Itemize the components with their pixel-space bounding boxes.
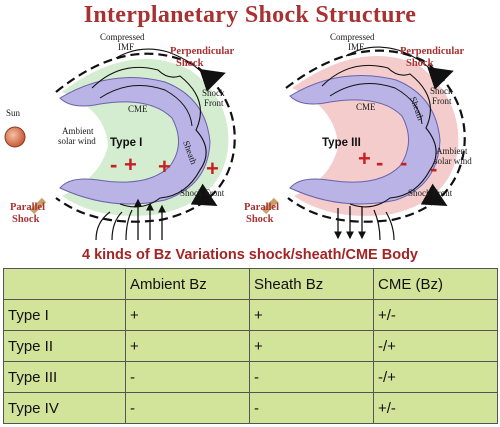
bz-sign: - — [430, 156, 437, 181]
ambient-solar-wind-label: solar wind — [434, 156, 472, 166]
bz-sign: + — [206, 156, 219, 181]
ambient-solar-wind-label: solar wind — [58, 136, 96, 146]
table-row: Type II + + -/+ — [3, 330, 498, 362]
type-label: Type I — [110, 137, 142, 149]
shock-front-label: Front — [204, 98, 224, 108]
shock-front-line — [285, 49, 466, 223]
table-header-cell: Sheath Bz — [249, 268, 374, 300]
compressed-imf-label: Compressed — [330, 32, 375, 42]
table-header-cell: CME (Bz) — [373, 268, 498, 300]
table-cell-type: Type I — [3, 299, 126, 331]
table-header-cell: Ambient Bz — [125, 268, 250, 300]
compressed-imf-label: IMF — [118, 42, 134, 52]
table-row: Type I + + +/- — [3, 299, 498, 331]
ambient-field-lines — [95, 198, 166, 241]
compressed-imf-label: IMF — [348, 42, 364, 52]
shock-front-label: Front — [432, 96, 452, 106]
table-cell: + — [249, 299, 374, 331]
sun-icon — [4, 126, 26, 148]
shock-front-bottom-label: Shock Front — [408, 188, 453, 198]
table-header-row: Ambient Bz Sheath Bz CME (Bz) — [3, 268, 498, 300]
sun-label: Sun — [6, 108, 21, 118]
table-cell: + — [249, 330, 374, 362]
table-cell: -/+ — [373, 330, 498, 362]
bz-sign: + — [124, 152, 137, 177]
parallel-shock-arrow — [261, 197, 279, 215]
table-cell: +/- — [373, 392, 498, 424]
bz-sign: - — [110, 152, 117, 177]
field-line — [99, 85, 193, 127]
bz-sign: - — [400, 150, 407, 175]
page-title: Interplanetary Shock Structure — [83, 2, 417, 28]
parallel-shock-label: Parallel — [244, 202, 279, 213]
cme-label: CME — [356, 102, 376, 112]
table-cell: - — [249, 361, 374, 393]
parallel-shock-label: Parallel — [10, 202, 45, 213]
table-cell: - — [125, 361, 250, 393]
parallel-shock-arrow — [29, 197, 47, 215]
bz-sign: + — [358, 146, 371, 171]
compressed-imf-label: Compressed — [100, 32, 145, 42]
shock-arrow-bottom — [420, 183, 448, 206]
panel-type-iii: Compressed IMF Perpendicular Shock Shock… — [244, 32, 472, 241]
perpendicular-shock-label: Shock — [176, 58, 204, 69]
ambient-field-lines — [334, 206, 395, 241]
table-cell: +/- — [373, 299, 498, 331]
cme-label: CME — [128, 104, 148, 114]
bz-variations-subtitle: 4 kinds of Bz Variations shock/sheath/CM… — [82, 247, 418, 263]
panel-type-i: Compressed IMF Perpendicular Shock Shock… — [10, 32, 236, 241]
cme-body — [59, 77, 211, 205]
ambient-solar-wind-label: Ambient — [436, 146, 468, 156]
parallel-shock-label: Shock — [12, 214, 40, 225]
field-line — [329, 83, 423, 125]
shock-front-label: Shock — [202, 88, 225, 98]
shock-arrow-top — [199, 68, 226, 92]
shock-arrow-top — [427, 66, 454, 90]
perpendicular-shock-label: Shock — [406, 58, 434, 69]
parallel-shock-label: Shock — [246, 214, 274, 225]
bz-variations-table: Ambient Bz Sheath Bz CME (Bz) Type I + +… — [3, 268, 498, 424]
bz-sign: - — [376, 150, 383, 175]
table-cell: + — [125, 330, 250, 362]
table-cell: -/+ — [373, 361, 498, 393]
field-line — [91, 66, 207, 208]
perpendicular-shock-label: Perpendicular — [170, 46, 234, 57]
sun: Sun — [4, 108, 26, 148]
table-cell-type: Type IV — [3, 392, 126, 424]
table-cell-type: Type III — [3, 361, 126, 393]
table-row: Type III - - -/+ — [3, 361, 498, 393]
bz-sign: + — [158, 154, 171, 179]
shock-arrow-bottom — [190, 183, 218, 206]
cme-body — [289, 75, 441, 205]
table-cell: - — [249, 392, 374, 424]
field-line — [321, 64, 437, 208]
shock-structure-diagram: Sun Compressed IMF Perpendicular Sho — [4, 32, 472, 241]
table-header-cell — [3, 268, 126, 300]
type-label: Type III — [322, 137, 361, 149]
table-row: Type IV - - +/- — [3, 392, 498, 424]
ambient-solar-wind-label: Ambient — [62, 126, 94, 136]
shock-front-label: Shock — [430, 86, 453, 96]
shock-front-bottom-label: Shock Front — [180, 188, 225, 198]
table-cell: + — [125, 299, 250, 331]
perpendicular-shock-label: Perpendicular — [400, 46, 464, 57]
table-cell-type: Type II — [3, 330, 126, 362]
table-cell: - — [125, 392, 250, 424]
